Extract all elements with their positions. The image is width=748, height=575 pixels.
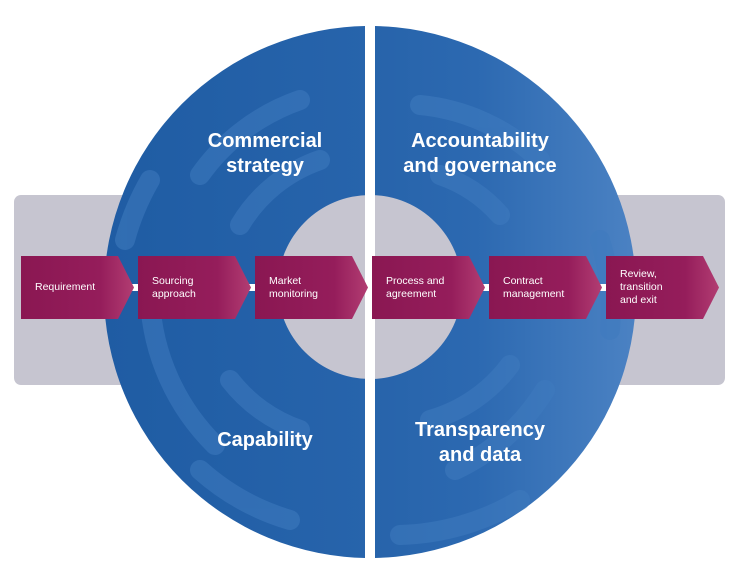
step-arrow-shape xyxy=(372,256,485,319)
quadrant-transparency-data: Transparency and data xyxy=(414,419,546,466)
step-connector xyxy=(128,284,142,291)
step-arrow-shape xyxy=(606,256,719,319)
center-divider xyxy=(365,28,375,558)
step-connector xyxy=(481,284,495,291)
step-market-monitoring: Market monitoring xyxy=(255,256,368,319)
step-label: Requirement xyxy=(35,281,96,293)
step-label: Review, transition and exit xyxy=(620,268,663,306)
step-requirement: Requirement xyxy=(21,256,134,319)
step-arrow-shape xyxy=(21,256,134,319)
step-label: Sourcing approach xyxy=(152,274,196,300)
step-arrow-shape xyxy=(255,256,368,319)
step-arrow-shape xyxy=(489,256,602,319)
step-contract-management: Contract management xyxy=(489,256,602,319)
step-review-transition-exit: Review, transition and exit xyxy=(606,256,719,319)
step-connector xyxy=(363,284,377,291)
step-connector xyxy=(246,284,260,291)
step-connector xyxy=(598,284,612,291)
quadrant-commercial-strategy: Commercial strategy xyxy=(207,130,323,177)
step-label: Process and agreement xyxy=(386,274,445,300)
step-sourcing-approach: Sourcing approach xyxy=(138,256,251,319)
step-label: Market monitoring xyxy=(269,274,319,300)
step-process-agreement: Process and agreement xyxy=(372,256,485,319)
quadrant-capability: Capability xyxy=(217,429,313,451)
step-label: Contract management xyxy=(503,274,565,300)
quadrant-accountability-governance: Accountability and governance xyxy=(403,130,557,177)
step-arrow-shape xyxy=(138,256,251,319)
